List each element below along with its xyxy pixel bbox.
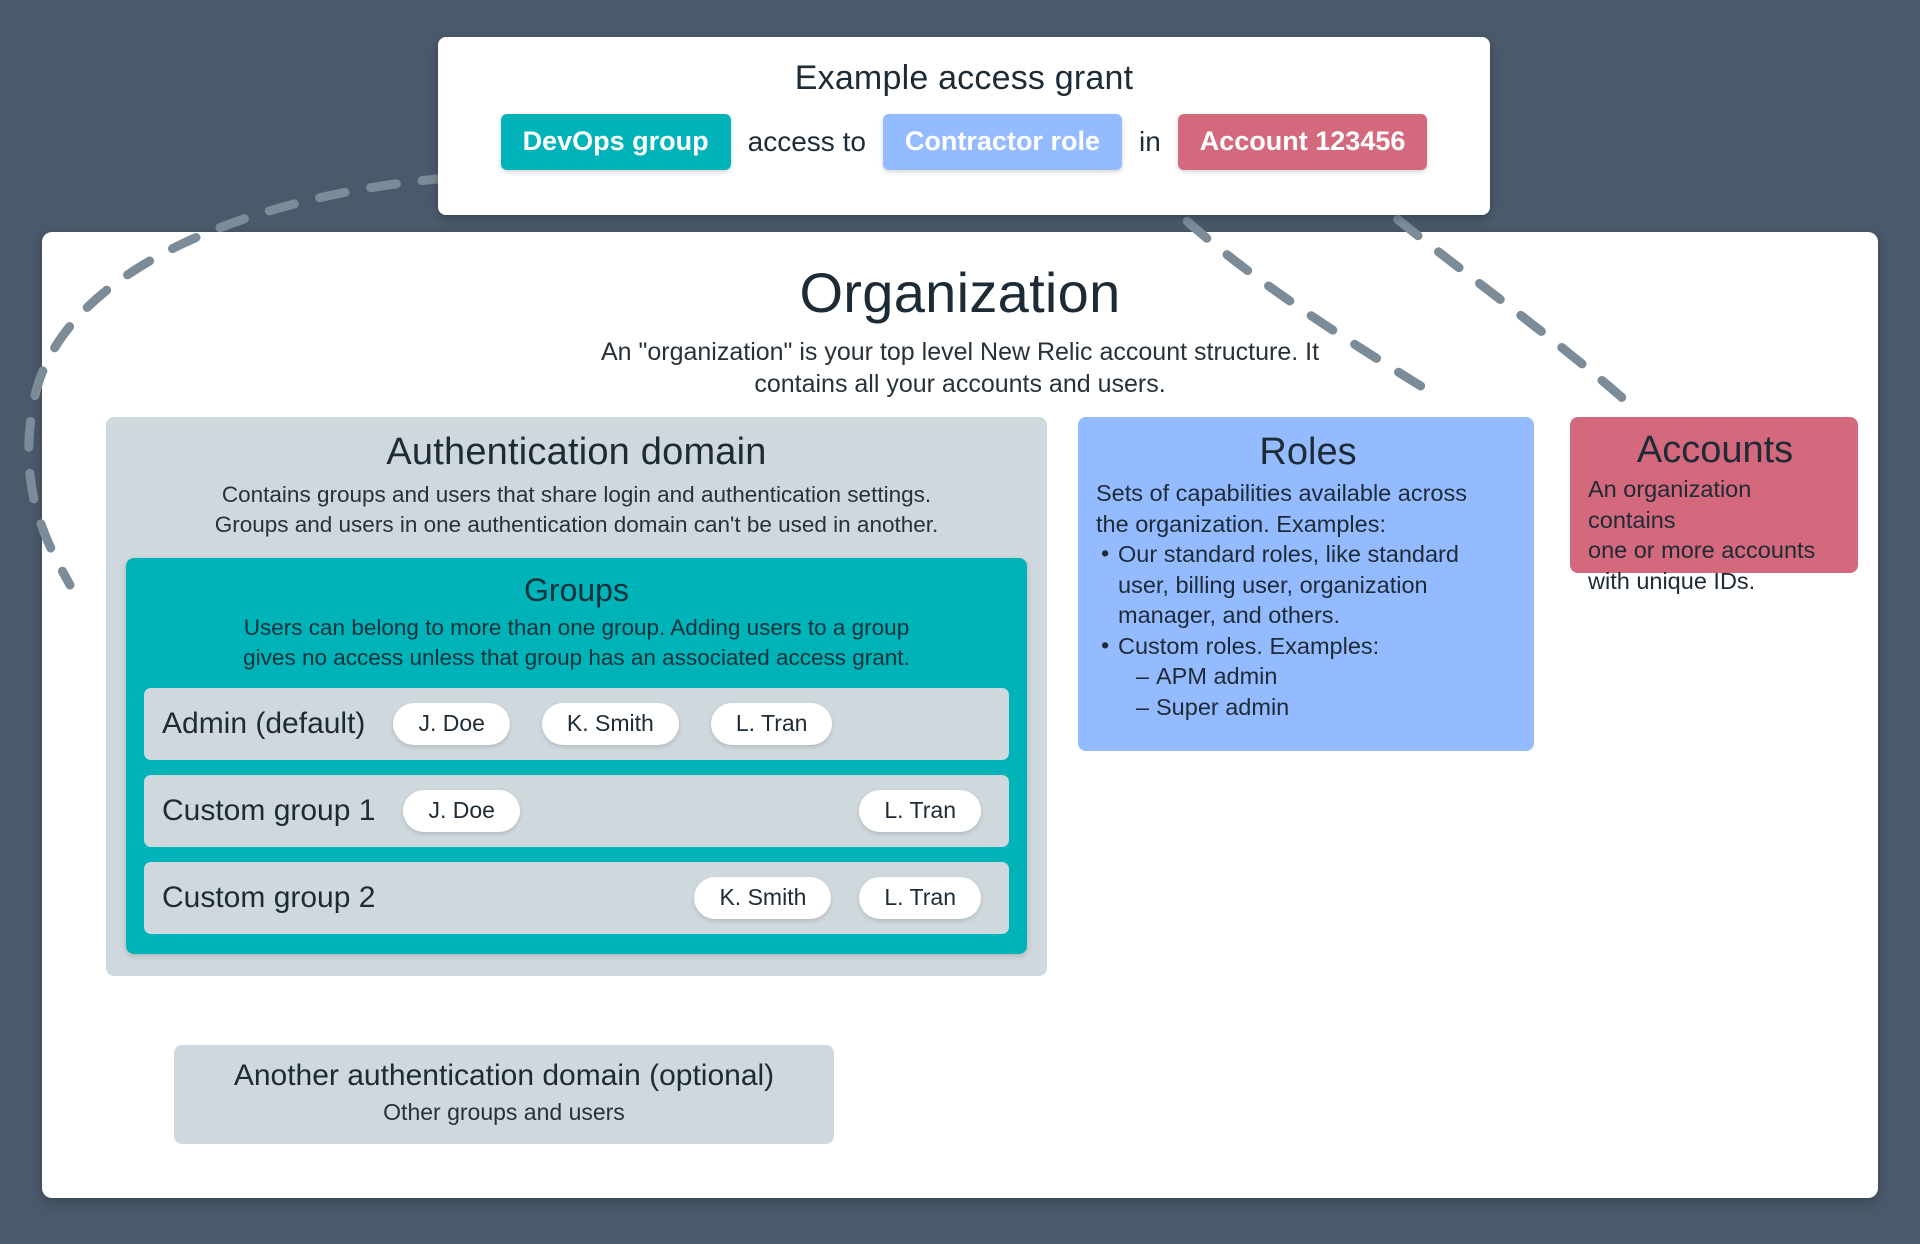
chip-contractor-role[interactable]: Contractor role	[882, 114, 1122, 170]
group-members: K. Smith L. Tran	[694, 876, 991, 919]
custom-role-super-admin: Super admin	[1136, 692, 1520, 723]
roles-bullet-list: Our standard roles, like standard user, …	[1096, 538, 1520, 723]
grant-card-title: Example access grant	[794, 59, 1134, 97]
roles-intro: Sets of capabilities available across th…	[1096, 478, 1520, 539]
groups-desc-line-1: Users can belong to more than one group.…	[243, 614, 910, 640]
another-authentication-domain-title: Another authentication domain (optional)	[233, 1059, 775, 1092]
custom-role-apm-admin: APM admin	[1136, 661, 1520, 692]
member-pill[interactable]: L. Tran	[710, 702, 833, 745]
roles-bullet-1-line-1: Our standard roles, like standard	[1118, 541, 1459, 568]
roles-bullet-custom: Custom roles. Examples: APM admin Super …	[1096, 630, 1520, 723]
accounts-desc-line-1: An organization contains	[1588, 476, 1752, 533]
another-authentication-domain-subtitle: Other groups and users	[383, 1099, 625, 1125]
group-members: J. Doe L. Tran	[403, 789, 991, 832]
roles-intro-line-1: Sets of capabilities available across	[1096, 480, 1467, 506]
auth-domain-desc-line-1: Contains groups and users that share log…	[221, 482, 932, 507]
roles-bullet-1-line-3: manager, and others.	[1118, 602, 1341, 629]
group-name: Admin (default)	[162, 706, 366, 740]
groups-title: Groups	[524, 571, 629, 608]
group-name: Custom group 2	[162, 880, 376, 914]
accounts-desc-line-3: with unique IDs.	[1588, 567, 1756, 594]
roles-bullet-standard: Our standard roles, like standard user, …	[1096, 538, 1520, 631]
group-row[interactable]: Custom group 1 J. Doe L. Tran	[144, 774, 1009, 847]
group-name: Custom group 1	[162, 793, 376, 827]
groups-desc-line-2: gives no access unless that group has an…	[243, 644, 910, 670]
member-pill[interactable]: K. Smith	[694, 876, 832, 919]
group-members: J. Doe K. Smith L. Tran	[393, 702, 833, 745]
grant-connector-access-to: access to	[747, 126, 866, 157]
grant-expression: DevOps group access to Contractor role i…	[500, 114, 1428, 170]
member-pill[interactable]: J. Doe	[403, 789, 520, 832]
member-pill[interactable]: J. Doe	[393, 702, 510, 745]
authentication-domain-description: Contains groups and users that share log…	[126, 480, 1027, 540]
accounts-panel: Accounts An organization contains one or…	[1570, 417, 1858, 594]
member-pill[interactable]: L. Tran	[859, 789, 981, 832]
member-pill[interactable]: K. Smith	[541, 702, 679, 745]
organization-card: Organization An "organization" is your t…	[42, 232, 1878, 1198]
roles-bullet-1-line-2: user, billing user, organization	[1118, 571, 1428, 598]
accounts-desc-line-2: one or more accounts	[1588, 537, 1816, 564]
member-pill[interactable]: L. Tran	[859, 876, 981, 919]
another-authentication-domain-panel[interactable]: Another authentication domain (optional)…	[174, 1045, 834, 1144]
roles-body: Sets of capabilities available across th…	[1096, 478, 1520, 722]
accounts-description: An organization contains one or more acc…	[1588, 474, 1842, 596]
groups-panel: Groups Users can belong to more than one…	[126, 557, 1027, 954]
auth-domain-desc-line-2: Groups and users in one authentication d…	[214, 511, 939, 537]
accounts-title: Accounts	[1636, 429, 1794, 471]
authentication-domain-panel: Authentication domain Contains groups an…	[106, 417, 1047, 976]
roles-panel: Roles Sets of capabilities available acr…	[1078, 417, 1534, 751]
example-access-grant-card: Example access grant DevOps group access…	[438, 37, 1490, 215]
organization-title: Organization	[799, 261, 1121, 324]
authentication-domain-title: Authentication domain	[386, 431, 767, 473]
roles-bullet-2-label: Custom roles. Examples:	[1118, 632, 1380, 659]
grant-connector-in: in	[1138, 126, 1161, 157]
chip-account-123456[interactable]: Account 123456	[1177, 114, 1428, 170]
group-row[interactable]: Admin (default) J. Doe K. Smith L. Tran	[144, 687, 1009, 760]
roles-title: Roles	[1259, 431, 1357, 473]
roles-intro-line-2: the organization. Examples:	[1096, 510, 1386, 537]
group-row[interactable]: Custom group 2 K. Smith L. Tran	[144, 861, 1009, 934]
groups-description: Users can belong to more than one group.…	[144, 613, 1009, 673]
organization-description: An "organization" is your top level New …	[600, 338, 1320, 398]
custom-roles-sub-list: APM admin Super admin	[1136, 661, 1520, 722]
chip-devops-group[interactable]: DevOps group	[500, 114, 731, 170]
